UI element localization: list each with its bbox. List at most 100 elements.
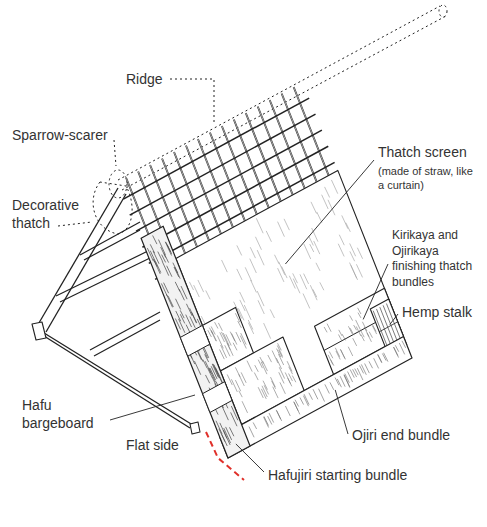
straw-stroke — [339, 235, 344, 245]
straw-stroke — [294, 402, 299, 411]
straw-stroke — [266, 231, 271, 242]
straw-stroke — [364, 327, 369, 337]
part-label: Hemp stalk — [402, 303, 482, 321]
straw-stroke — [346, 223, 351, 232]
straw-stroke — [175, 267, 180, 279]
straw-stroke — [257, 291, 264, 306]
straw-stroke — [240, 300, 245, 311]
straw-stroke — [248, 320, 253, 330]
straw-stroke — [280, 382, 285, 394]
leader-line — [390, 314, 398, 324]
straw-stroke — [231, 379, 237, 392]
straw-stroke — [336, 351, 340, 359]
straw-stroke — [325, 384, 330, 393]
leader-line — [110, 395, 195, 420]
straw-stroke — [220, 349, 225, 359]
straw-stroke — [211, 326, 215, 334]
part-label: Hafu bargeboard — [22, 396, 108, 432]
straw-stroke — [209, 368, 216, 382]
straw-stroke — [309, 236, 314, 245]
straw-stroke — [338, 335, 341, 342]
straw-stroke — [303, 396, 308, 407]
straw-stroke — [277, 411, 282, 421]
straw-stroke — [205, 361, 211, 373]
straw-stroke — [268, 416, 272, 424]
purlin — [84, 230, 140, 260]
straw-stroke — [344, 375, 350, 388]
straw-stroke — [161, 247, 166, 258]
straw-stroke — [270, 309, 274, 318]
flat-side-mark — [206, 432, 244, 480]
straw-stroke — [268, 355, 272, 362]
straw-stroke — [342, 334, 345, 340]
straw-stroke — [293, 273, 298, 283]
straw-stroke — [353, 338, 357, 346]
straw-stroke — [358, 308, 361, 314]
straw-stroke — [378, 355, 382, 363]
straw-stroke — [278, 268, 284, 282]
straw-stroke — [365, 364, 370, 374]
straw-stroke — [258, 300, 264, 314]
purlin — [90, 312, 160, 350]
straw-stroke — [260, 357, 264, 364]
straw-stroke — [158, 252, 163, 262]
straw-stroke — [231, 406, 238, 420]
part-label: Sparrow-scarer — [12, 126, 122, 144]
straw-stroke — [344, 375, 350, 387]
straw-stroke — [213, 364, 219, 377]
straw-stroke — [165, 242, 171, 256]
straw-stroke — [300, 397, 304, 404]
straw-stroke — [225, 345, 230, 356]
straw-stroke — [331, 180, 337, 194]
straw-stroke — [317, 212, 322, 223]
straw-stroke — [208, 330, 212, 337]
straw-stroke — [287, 361, 292, 371]
part-label: Kirikaya and Ojirikaya finishing thatch … — [392, 228, 478, 290]
straw-stroke — [285, 406, 290, 416]
straw-stroke — [156, 262, 161, 273]
straw-stroke — [153, 235, 157, 244]
straw-stroke — [316, 263, 320, 271]
straw-stroke — [327, 324, 331, 332]
straw-stroke — [282, 266, 288, 278]
straw-stroke — [263, 381, 267, 390]
straw-stroke — [168, 296, 173, 307]
straw-stroke — [263, 361, 268, 371]
straw-stroke — [212, 377, 216, 386]
straw-stroke — [356, 326, 361, 336]
straw-stroke — [223, 333, 229, 346]
straw-stroke — [399, 343, 404, 354]
straw-stroke — [216, 421, 222, 434]
straw-stroke — [338, 244, 344, 257]
straw-stroke — [248, 323, 253, 334]
straw-stroke — [227, 343, 233, 356]
straw-stroke — [394, 347, 399, 357]
part-label: (made of straw, like a curtain) — [378, 164, 478, 193]
straw-stroke — [264, 416, 269, 425]
leader-line — [363, 264, 388, 319]
purlin — [60, 258, 150, 302]
part-label: Ridge — [126, 70, 186, 88]
straw-stroke — [241, 372, 246, 382]
straw-stroke — [175, 319, 180, 330]
straw-stroke — [153, 259, 157, 267]
ridge-end — [439, 5, 447, 17]
straw-stroke — [176, 311, 181, 321]
straw-stroke — [174, 267, 179, 277]
straw-stroke — [230, 332, 235, 342]
straw-stroke — [271, 377, 276, 387]
straw-stroke — [255, 237, 261, 250]
straw-stroke — [330, 382, 334, 390]
part-label: Hafujiri starting bundle — [268, 466, 468, 484]
straw-stroke — [295, 400, 299, 407]
straw-stroke — [303, 294, 310, 309]
straw-stroke — [402, 341, 406, 348]
purlin — [94, 320, 160, 356]
straw-stroke — [237, 269, 242, 280]
straw-stroke — [304, 394, 309, 405]
straw-stroke — [320, 282, 324, 290]
straw-stroke — [254, 373, 258, 381]
bundle-band — [180, 325, 210, 356]
straw-stroke — [395, 345, 398, 351]
straw-stroke — [372, 326, 376, 334]
